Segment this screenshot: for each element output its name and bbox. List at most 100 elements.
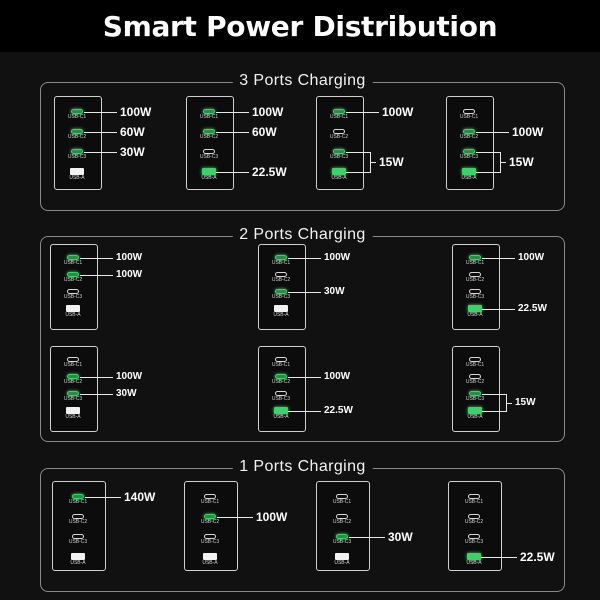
port-c3: USB-C3 bbox=[184, 534, 236, 545]
connector-line bbox=[476, 152, 500, 153]
port-c2: USB-C2 bbox=[50, 272, 96, 283]
power-output-label: 60W bbox=[120, 125, 145, 139]
connector-line bbox=[85, 497, 121, 498]
port-c2: USB-C2 bbox=[50, 374, 96, 385]
usb-a-port-icon bbox=[66, 305, 80, 312]
port-label: USB-C2 bbox=[332, 519, 352, 525]
port-c3: USB-C3 bbox=[186, 149, 232, 160]
usb-c-port-icon bbox=[468, 494, 480, 499]
port-label: USB-A bbox=[461, 175, 477, 181]
connector-line bbox=[482, 394, 506, 395]
port-label: USB-C1 bbox=[67, 114, 87, 120]
connector-line bbox=[346, 152, 370, 153]
port-c1: USB-C1 bbox=[184, 494, 236, 505]
port-label: USB-C1 bbox=[200, 499, 220, 505]
port-label: USB-C3 bbox=[332, 539, 352, 545]
port-label: USB-A bbox=[65, 414, 81, 420]
connector-line bbox=[482, 258, 515, 259]
port-c3: USB-C3 bbox=[50, 289, 96, 300]
connector-line bbox=[84, 152, 117, 153]
title-bar: Smart Power Distribution bbox=[0, 0, 600, 52]
port-label: USB-C2 bbox=[199, 134, 219, 140]
power-output-label: 100W bbox=[324, 252, 351, 263]
usb-c-port-icon bbox=[71, 149, 83, 154]
connector-line bbox=[216, 132, 249, 133]
connector-line bbox=[349, 537, 385, 538]
power-output-label: 140W bbox=[124, 490, 156, 504]
usb-c-port-icon bbox=[203, 109, 215, 114]
section-title: 3 Ports Charging bbox=[232, 72, 373, 90]
port-label: USB-C2 bbox=[329, 134, 349, 140]
connector-line bbox=[481, 557, 517, 558]
usb-a-port-icon bbox=[332, 168, 346, 175]
usb-c-port-icon bbox=[468, 514, 480, 519]
power-output-label: 100W bbox=[116, 371, 143, 382]
port-a: USB-A bbox=[50, 305, 96, 318]
port-c1: USB-C1 bbox=[316, 109, 362, 120]
usb-c-port-icon bbox=[203, 149, 215, 154]
port-a: USB-A bbox=[446, 168, 492, 181]
port-label: USB-C1 bbox=[459, 114, 479, 120]
port-label: USB-C1 bbox=[271, 260, 291, 266]
connector-line bbox=[500, 162, 506, 163]
port-c2: USB-C2 bbox=[316, 514, 368, 525]
port-c2: USB-C2 bbox=[258, 272, 304, 283]
connector-line bbox=[80, 275, 113, 276]
usb-c-port-icon bbox=[463, 149, 475, 154]
power-output-label: 22.5W bbox=[520, 550, 555, 564]
connector-line bbox=[288, 377, 321, 378]
port-a: USB-A bbox=[186, 168, 232, 181]
usb-a-port-icon bbox=[468, 305, 482, 312]
port-c1: USB-C1 bbox=[316, 494, 368, 505]
port-label: USB-C3 bbox=[63, 396, 83, 402]
port-label: USB-C2 bbox=[464, 519, 484, 525]
port-label: USB-A bbox=[65, 312, 81, 318]
port-label: USB-C1 bbox=[465, 260, 485, 266]
port-c1: USB-C1 bbox=[52, 494, 104, 505]
port-c1: USB-C1 bbox=[258, 357, 304, 368]
port-label: USB-C1 bbox=[329, 114, 349, 120]
connector-line bbox=[482, 309, 515, 310]
connector-line bbox=[217, 517, 253, 518]
power-output-label: 100W bbox=[252, 105, 284, 119]
port-label: USB-C2 bbox=[465, 277, 485, 283]
port-c2: USB-C2 bbox=[316, 129, 362, 140]
port-label: USB-C1 bbox=[63, 260, 83, 266]
port-label: USB-A bbox=[467, 312, 483, 318]
usb-a-port-icon bbox=[202, 168, 216, 175]
port-label: USB-A bbox=[331, 175, 347, 181]
port-a: USB-A bbox=[50, 407, 96, 420]
usb-c-port-icon bbox=[469, 374, 481, 379]
port-c2: USB-C2 bbox=[186, 129, 232, 140]
port-a: USB-A bbox=[258, 407, 304, 420]
power-output-label: 100W bbox=[120, 105, 152, 119]
port-label: USB-C1 bbox=[332, 499, 352, 505]
usb-c-port-icon bbox=[204, 494, 216, 499]
port-label: USB-A bbox=[202, 560, 218, 566]
port-label: USB-C2 bbox=[271, 379, 291, 385]
port-c2: USB-C2 bbox=[452, 272, 498, 283]
usb-c-port-icon bbox=[469, 272, 481, 277]
usb-a-port-icon bbox=[66, 407, 80, 414]
port-c2: USB-C2 bbox=[446, 129, 492, 140]
usb-c-port-icon bbox=[67, 255, 79, 260]
port-label: USB-C2 bbox=[271, 277, 291, 283]
port-label: USB-A bbox=[201, 175, 217, 181]
port-c3: USB-C3 bbox=[452, 289, 498, 300]
power-output-label: 30W bbox=[324, 286, 345, 297]
port-label: USB-C1 bbox=[68, 499, 88, 505]
port-c1: USB-C1 bbox=[448, 494, 500, 505]
port-c1: USB-C1 bbox=[50, 357, 96, 368]
port-label: USB-C3 bbox=[271, 294, 291, 300]
usb-c-port-icon bbox=[72, 514, 84, 519]
usb-c-port-icon bbox=[469, 255, 481, 260]
power-output-label: 30W bbox=[120, 145, 145, 159]
connector-line bbox=[346, 172, 370, 173]
connector-line bbox=[370, 162, 376, 163]
power-output-label: 100W bbox=[256, 510, 288, 524]
power-output-label: 22.5W bbox=[252, 165, 287, 179]
connector-line bbox=[84, 112, 117, 113]
port-c2: USB-C2 bbox=[52, 514, 104, 525]
port-label: USB-C3 bbox=[464, 539, 484, 545]
section-title: 1 Ports Charging bbox=[232, 458, 373, 476]
